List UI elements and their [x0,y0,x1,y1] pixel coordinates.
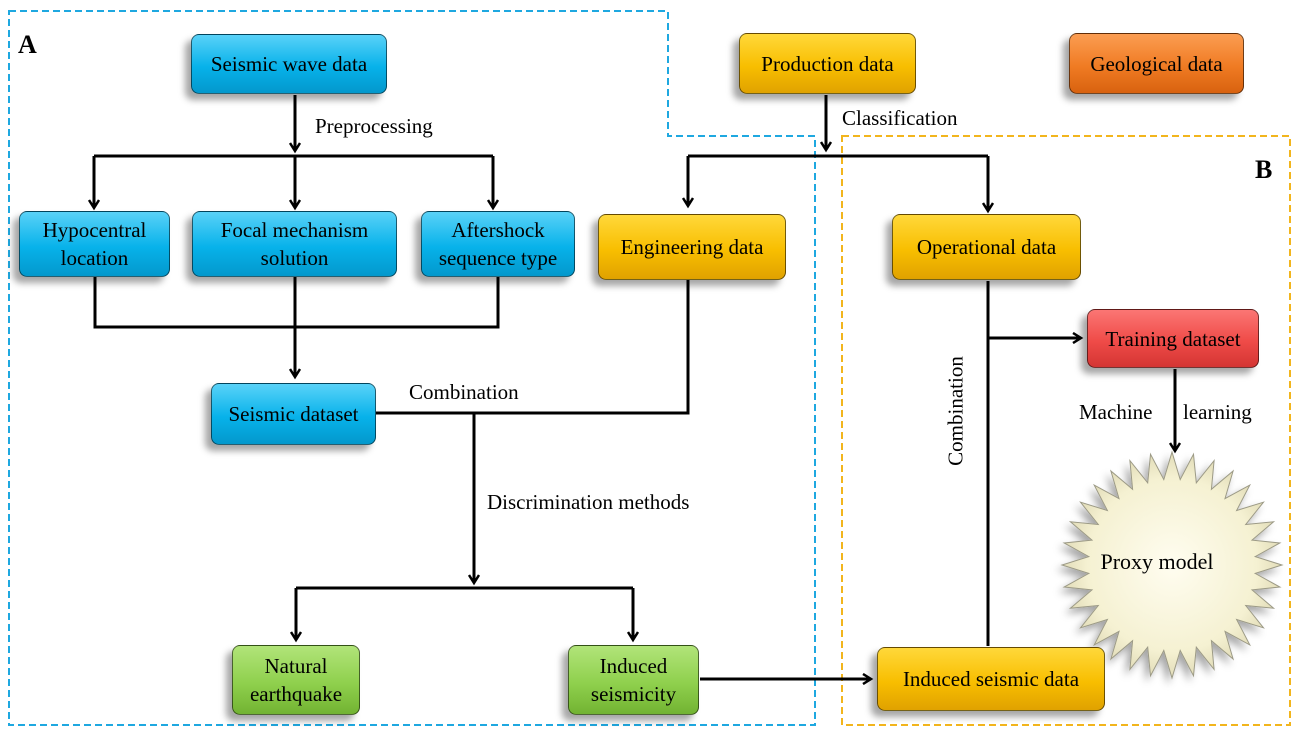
label-learning: learning [1183,400,1252,424]
node-training-dataset-label: Training dataset [1105,326,1241,351]
panel-a-border [8,10,816,726]
label-discrimination-methods: Discrimination methods [487,490,690,514]
node-induced-line1: Induced [599,654,668,678]
panel-b-border [841,135,1291,726]
node-induced-seismicity-label: Induced seismicity [587,652,680,708]
node-operational-data-label: Operational data [916,235,1057,259]
label-combination-right: Combination [943,356,968,466]
node-hypocentral-location-label: Hypocentral location [39,216,151,272]
node-operational-data[interactable]: Operational data [892,214,1081,280]
node-induced-seismic-data[interactable]: Induced seismic data [877,647,1105,711]
label-combination-left: Combination [409,380,519,404]
node-induced-line2: seismicity [590,682,677,706]
node-aftershock-label: Aftershock sequence type [435,216,561,272]
node-engineering-data-label: Engineering data [620,235,764,259]
node-seismic-wave-data-label: Seismic wave data [210,52,368,76]
label-machine: Machine [1079,400,1153,424]
node-aftershock-sequence-type[interactable]: Aftershock sequence type [421,211,575,277]
node-natural-line1: Natural [264,654,328,678]
node-geological-data-label: Geological data [1090,51,1223,76]
node-geological-data[interactable]: Geological data [1069,33,1244,94]
node-natural-line2: earthquake [249,682,343,706]
node-focal-line1: Focal mechanism [220,218,369,242]
node-induced-seismicity[interactable]: Induced seismicity [568,645,699,715]
panel-b-label: B [1255,155,1273,184]
edge-engineering-combination [376,280,690,415]
proxy-model-starburst [1060,450,1284,680]
node-focal-line2: solution [260,246,329,270]
label-preprocessing: Preprocessing [315,114,433,138]
panel-a-label: A [18,30,37,59]
node-proxy-model-label[interactable]: Proxy model [1100,549,1214,574]
node-induced-seismic-data-label: Induced seismic data [902,667,1080,691]
node-production-data-label: Production data [761,51,894,76]
node-seismic-dataset[interactable]: Seismic dataset [211,383,376,445]
node-hypocentral-line2: location [60,246,129,270]
label-classification: Classification [842,106,958,130]
node-aftershock-line2: sequence type [438,246,558,270]
node-aftershock-line1: Aftershock [451,218,545,242]
node-hypocentral-line1: Hypocentral [42,218,147,242]
node-production-data[interactable]: Production data [739,33,916,94]
node-seismic-wave-data[interactable]: Seismic wave data [191,34,387,94]
node-focal-mechanism-solution[interactable]: Focal mechanism solution [192,211,397,277]
node-hypocentral-location[interactable]: Hypocentral location [19,211,170,277]
node-seismic-dataset-label: Seismic dataset [228,402,359,426]
node-natural-earthquake-label: Natural earthquake [246,652,346,708]
node-engineering-data[interactable]: Engineering data [598,214,786,280]
node-training-dataset[interactable]: Training dataset [1087,309,1259,368]
node-natural-earthquake[interactable]: Natural earthquake [232,645,360,715]
node-focal-mechanism-label: Focal mechanism solution [217,216,373,272]
